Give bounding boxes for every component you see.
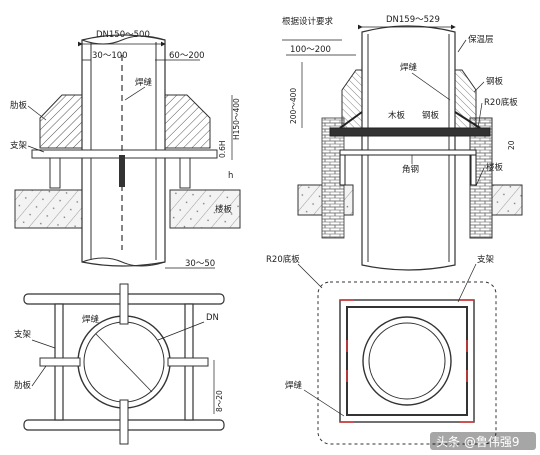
brick-right — [469, 117, 493, 239]
label-8-20: 8～20 — [215, 390, 224, 412]
label-insulation: 保温层 — [468, 34, 494, 45]
label-h150-400: H150～400 — [232, 98, 241, 140]
label-weld-br: 焊缝 — [285, 380, 303, 391]
label-h: h — [228, 171, 233, 181]
label-design-req: 根据设计要求 — [282, 16, 334, 27]
label-60-200: 60～200 — [169, 51, 205, 61]
pipe-circle-br — [362, 316, 452, 406]
bottom-right-plan: R20底板 支架 焊缝 — [266, 254, 497, 445]
label-rib-tl: 肋板 — [10, 100, 28, 111]
watermark: 头条 @鲁伟强9 — [430, 432, 536, 450]
label-support-bl: 支架 — [14, 329, 32, 340]
top-right-section: 根据设计要求 DN159～529 100～200 保温层 焊缝 钢板 R20底板… — [282, 15, 523, 271]
label-r20-plate-br: R20底板 — [266, 254, 300, 265]
label-06h: 0.6H — [218, 140, 227, 158]
r20-base-outline — [317, 281, 497, 445]
floor-slab-right — [169, 189, 241, 229]
label-200-400: 200～400 — [289, 88, 298, 124]
top-left-elevation: DN150～500 30～100 60～200 焊缝 肋板 支架 H150～40… — [10, 30, 241, 269]
label-r20-plate-tr: R20底板 — [484, 97, 518, 108]
rib-plate-right — [164, 94, 211, 149]
label-rib-bl: 肋板 — [14, 380, 32, 391]
label-floor-tr: 楼板 — [486, 162, 504, 173]
floor-slab-left — [14, 189, 84, 229]
label-steel-plate2: 钢板 — [422, 110, 440, 121]
label-weld-bl: 焊缝 — [82, 314, 100, 325]
label-steel-plate: 钢板 — [486, 76, 504, 87]
label-support-tl: 支架 — [10, 140, 28, 151]
label-weld-tr: 焊缝 — [400, 62, 418, 73]
label-dn159-529: DN159～529 — [386, 15, 440, 25]
pipe-circle — [77, 315, 171, 409]
label-floor-tl: 楼板 — [215, 204, 233, 215]
label-30-100: 30～100 — [92, 51, 128, 61]
label-wood-plate: 木板 — [388, 110, 406, 121]
bottom-left-plan: 焊缝 DN 支架 肋板 8～20 — [14, 283, 225, 445]
label-100-200: 100～200 — [290, 45, 331, 55]
r20-base-plate — [329, 127, 491, 137]
label-30-50: 30～50 — [185, 259, 215, 269]
label-dn150-500: DN150～500 — [96, 30, 150, 40]
label-dn-bl: DN — [206, 313, 219, 323]
rib-plate-left — [39, 94, 83, 149]
watermark-text: 头条 @鲁伟强9 — [436, 435, 519, 449]
label-20: 20 — [507, 140, 516, 150]
label-support-br: 支架 — [477, 254, 495, 265]
insulation-right — [454, 69, 477, 129]
weld-marks — [340, 299, 474, 423]
label-weld-tl: 焊缝 — [135, 77, 153, 88]
label-angle-steel: 角钢 — [402, 164, 419, 175]
insulation-left — [341, 69, 363, 129]
